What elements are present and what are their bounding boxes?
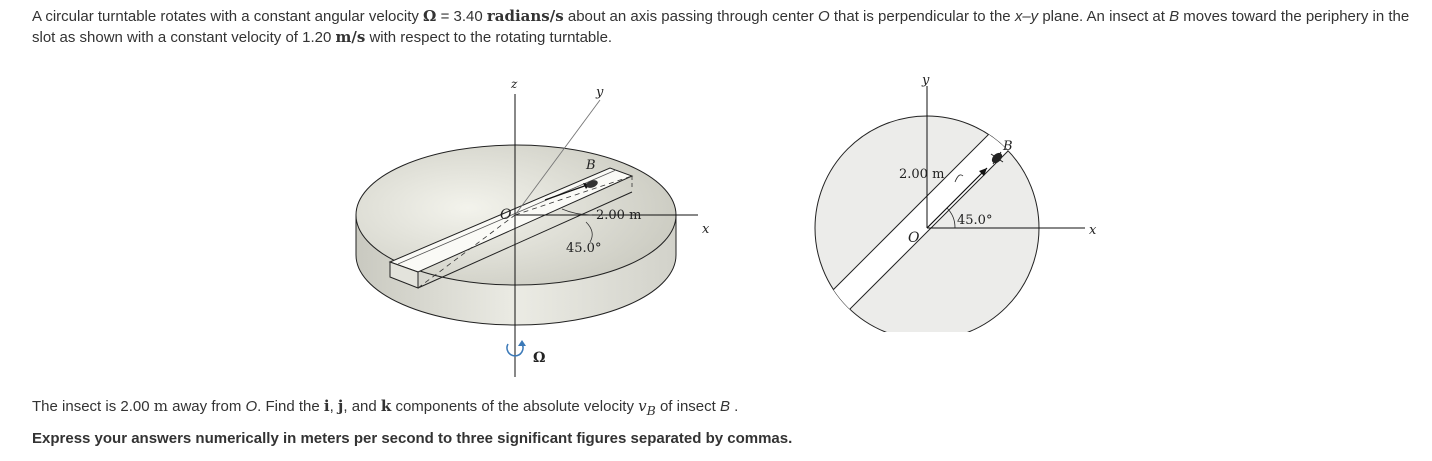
insect-b-label: B <box>585 158 596 173</box>
plane-label: x–y <box>1014 8 1039 25</box>
unit-meter: m <box>153 397 168 415</box>
omega-rotation-arrow-icon <box>506 340 526 357</box>
velocity-unit: m/s <box>335 28 366 46</box>
turntable-3d-figure: z y x O B 2.00 m 45.0° Ω <box>355 77 710 377</box>
x-axis-label: x <box>702 222 710 237</box>
velocity-subscript: B <box>646 403 656 418</box>
omega-label: Ω <box>533 350 545 366</box>
position-vector <box>926 167 988 229</box>
angle-label: 45.0° <box>957 213 992 228</box>
insect-label: B <box>1169 8 1180 25</box>
answer-instruction: Express your answers numerically in mete… <box>32 430 793 447</box>
origin-label: O <box>908 230 920 246</box>
x-axis-label: x <box>1089 223 1097 238</box>
j-vector: j <box>337 397 344 415</box>
y-axis-label: y <box>921 73 930 88</box>
omega-unit: radians/s <box>486 7 564 25</box>
question-text: The insect is 2.00 m away from O. Find t… <box>32 397 739 418</box>
insect-icon <box>544 180 598 201</box>
y-axis-label: y <box>595 85 604 100</box>
origin-ref: O <box>245 398 258 415</box>
k-vector: k <box>380 397 392 415</box>
distance-label: 2.00 m <box>899 167 944 182</box>
insect-ref: B <box>719 398 730 415</box>
turntable-top-view-figure: y x O B 2.00 m 45.0° <box>814 73 1097 332</box>
y-axis <box>514 99 601 216</box>
origin-label: O <box>500 207 512 223</box>
insect-b-label: B <box>1002 139 1013 154</box>
center-label: O <box>818 8 830 25</box>
problem-intro: A circular turntable rotates with a cons… <box>32 7 1410 46</box>
angle-label: 45.0° <box>566 241 601 256</box>
turntable-disk <box>355 144 677 326</box>
insect-icon <box>990 151 1004 165</box>
z-axis-label: z <box>510 77 518 91</box>
i-vector: i <box>323 397 330 415</box>
velocity-symbol: v <box>638 397 647 415</box>
omega-symbol: Ω <box>423 7 437 25</box>
axes-3d <box>417 94 698 377</box>
distance-label: 2.00 m <box>596 208 641 223</box>
